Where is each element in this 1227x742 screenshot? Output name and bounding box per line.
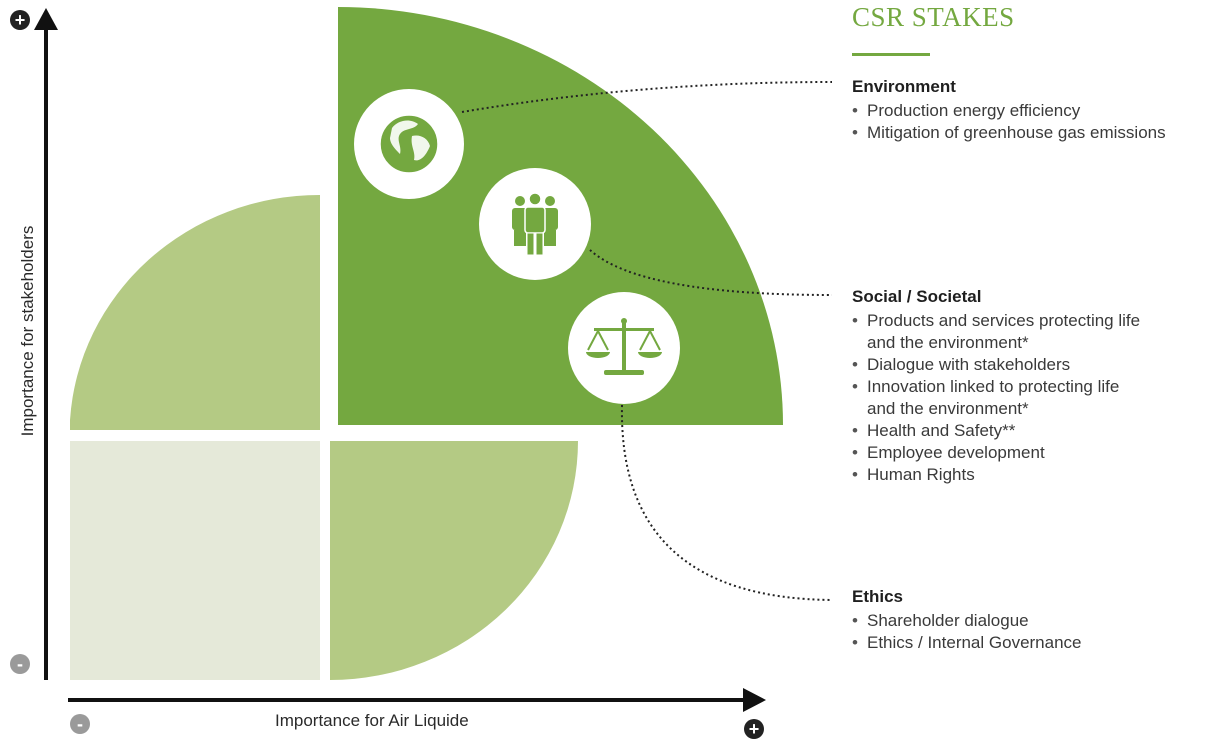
x-axis-plus-marker: + bbox=[744, 719, 764, 739]
ethics-list: Shareholder dialogue Ethics / Internal G… bbox=[852, 610, 1082, 654]
environment-heading: Environment bbox=[852, 77, 956, 96]
list-item: Products and services protecting lifeand… bbox=[852, 310, 1140, 354]
svg-text:+: + bbox=[749, 719, 760, 739]
svg-text:-: - bbox=[77, 714, 83, 734]
svg-text:-: - bbox=[17, 654, 23, 674]
y-axis-label: Importance for stakeholders bbox=[18, 225, 37, 437]
social-heading: Social / Societal bbox=[852, 287, 982, 306]
people-icon bbox=[479, 168, 591, 280]
quadrant-bottom-left bbox=[70, 441, 320, 680]
environment-list: Production energy efficiency Mitigation … bbox=[852, 100, 1166, 144]
title-underline bbox=[852, 53, 930, 56]
social-list: Products and services protecting lifeand… bbox=[852, 310, 1140, 486]
globe-icon bbox=[354, 89, 464, 199]
environment-section: Environment Production energy efficiency… bbox=[852, 77, 1166, 144]
list-item: Ethics / Internal Governance bbox=[852, 632, 1082, 654]
scales-icon bbox=[568, 292, 680, 404]
y-axis-plus-marker: + bbox=[10, 10, 30, 30]
svg-text:+: + bbox=[15, 10, 26, 30]
list-item: Mitigation of greenhouse gas emissions bbox=[852, 122, 1166, 144]
list-item: Shareholder dialogue bbox=[852, 610, 1082, 632]
x-axis-label: Importance for Air Liquide bbox=[275, 711, 469, 730]
list-item: Innovation linked to protecting lifeand … bbox=[852, 376, 1140, 420]
connector-environment bbox=[461, 81, 833, 113]
list-item: Employee development bbox=[852, 442, 1140, 464]
connector-ethics bbox=[620, 404, 833, 601]
page-title: CSR STAKES bbox=[852, 2, 1015, 32]
list-item: Production energy efficiency bbox=[852, 100, 1166, 122]
x-axis-minus-marker: - bbox=[70, 714, 90, 734]
social-section: Social / Societal Products and services … bbox=[852, 287, 1140, 486]
y-axis bbox=[34, 8, 58, 680]
quadrant-bottom-right bbox=[330, 441, 578, 680]
ethics-heading: Ethics bbox=[852, 587, 904, 606]
list-item: Health and Safety** bbox=[852, 420, 1140, 442]
list-item: Human Rights bbox=[852, 464, 1140, 486]
x-axis bbox=[68, 688, 766, 712]
y-axis-minus-marker: - bbox=[10, 654, 30, 674]
list-item: Dialogue with stakeholders bbox=[852, 354, 1140, 376]
quadrant-top-left bbox=[70, 194, 320, 430]
ethics-section: Ethics Shareholder dialogue Ethics / Int… bbox=[852, 587, 1082, 654]
